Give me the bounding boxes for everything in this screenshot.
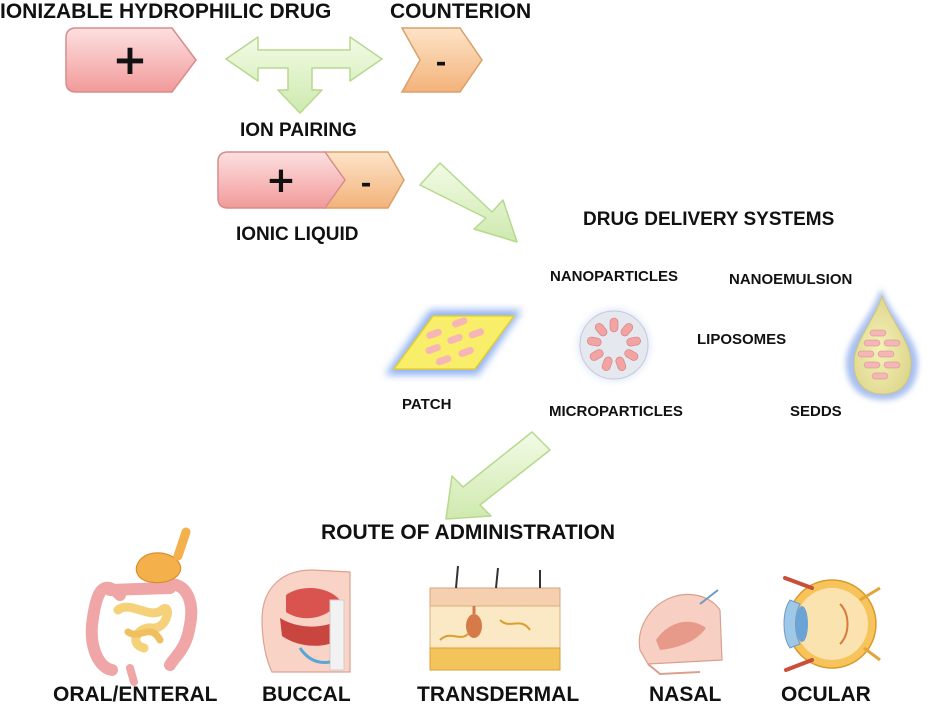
dds-label: DRUG DELIVERY SYSTEMS: [583, 209, 834, 230]
ionic-liquid-label: IONIC LIQUID: [236, 224, 358, 245]
liposomes-label: LIPOSOMES: [697, 331, 786, 348]
arrow-to-routes: [445, 431, 551, 520]
route-transdermal: TRANSDERMAL: [417, 683, 579, 706]
droplet-icon: [845, 288, 919, 400]
plus-sign: +: [112, 35, 147, 84]
route-oral: ORAL/ENTERAL: [53, 683, 218, 706]
route-label: ROUTE OF ADMINISTRATION: [321, 521, 615, 544]
patch-label: PATCH: [402, 396, 451, 413]
nanoparticle-icon: [570, 301, 658, 389]
route-nasal: NASAL: [649, 683, 722, 706]
ionic-liquid-shape: + -: [217, 151, 405, 209]
minus-sign: -: [361, 169, 372, 199]
sedds-label: SEDDS: [790, 403, 842, 420]
ion-pairing-label: ION PAIRING: [240, 120, 357, 141]
mouth-icon: [261, 569, 351, 673]
plus-sign: +: [266, 160, 296, 201]
eye-icon: [783, 576, 881, 672]
route-buccal: BUCCAL: [262, 683, 351, 706]
arrow-to-dds: [419, 162, 518, 243]
anion-shape: -: [400, 27, 483, 93]
nose-icon: [638, 589, 723, 676]
ion-pairing-arrow: [225, 36, 383, 114]
nanoemulsion-label: NANOEMULSION: [729, 271, 852, 288]
cation-shape: +: [65, 27, 197, 93]
route-ocular: OCULAR: [781, 683, 871, 706]
microparticles-label: MICROPARTICLES: [549, 403, 683, 420]
intestine-icon: [85, 527, 198, 686]
minus-sign: -: [436, 48, 447, 78]
nanoparticles-label: NANOPARTICLES: [550, 268, 678, 285]
counterion-label: COUNTERION: [390, 0, 531, 23]
patch-icon: [385, 310, 522, 375]
drug-label: IONIZABLE HYDROPHILIC DRUG: [0, 0, 331, 23]
skin-icon: [429, 565, 561, 671]
